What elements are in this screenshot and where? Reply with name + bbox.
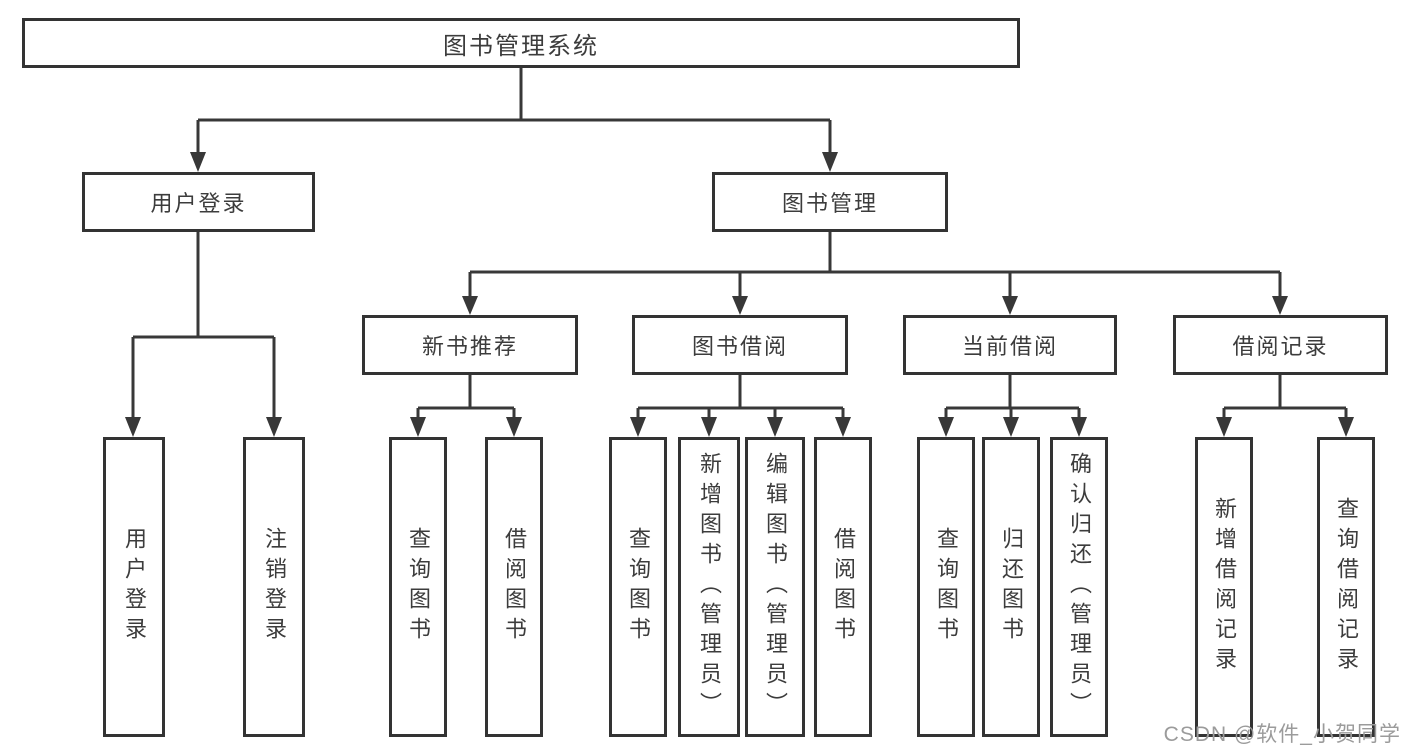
leaf-return-books: 归还图书 bbox=[982, 437, 1040, 737]
arrowhead-icon bbox=[732, 296, 748, 315]
leaf-add-books-admin: 新增图书（管理员） bbox=[678, 437, 740, 737]
node-borrowing-records: 借阅记录 bbox=[1173, 315, 1388, 375]
node-library-management-system: 图书管理系统 bbox=[22, 18, 1020, 68]
node-book-borrowing: 图书借阅 bbox=[632, 315, 848, 375]
arrowhead-icon bbox=[1338, 417, 1354, 437]
node-current-borrowing: 当前借阅 bbox=[903, 315, 1117, 375]
leaf-label: 归还图书 bbox=[999, 527, 1024, 647]
arrowhead-icon bbox=[938, 417, 954, 437]
leaf-label: 编辑图书（管理员） bbox=[763, 452, 788, 722]
connector-userlogin-to-leaves bbox=[131, 230, 276, 419]
leaf-label: 查询借阅记录 bbox=[1334, 497, 1359, 677]
connector-records-to-leaves bbox=[1222, 373, 1348, 419]
node-label: 图书借阅 bbox=[691, 334, 788, 359]
leaf-query-books-current: 查询图书 bbox=[917, 437, 975, 737]
leaf-confirm-return-admin: 确认归还（管理员） bbox=[1050, 437, 1108, 737]
arrowhead-icon bbox=[1216, 417, 1232, 437]
arrowhead-icon bbox=[701, 417, 717, 437]
node-label: 用户登录 bbox=[150, 191, 247, 216]
node-user-login: 用户登录 bbox=[82, 172, 315, 232]
leaf-borrow-books-recommend: 借阅图书 bbox=[485, 437, 543, 737]
connector-newbooks-to-leaves bbox=[416, 373, 516, 419]
leaf-label: 借阅图书 bbox=[502, 527, 527, 647]
leaf-logout: 注销登录 bbox=[243, 437, 305, 737]
leaf-label: 新增借阅记录 bbox=[1212, 497, 1237, 677]
connector-current-to-leaves bbox=[944, 373, 1081, 419]
leaf-label: 确认归还（管理员） bbox=[1067, 452, 1092, 722]
leaf-label: 注销登录 bbox=[262, 527, 287, 647]
leaf-label: 查询图书 bbox=[626, 527, 651, 647]
arrowhead-icon bbox=[630, 417, 646, 437]
leaf-add-borrow-record: 新增借阅记录 bbox=[1195, 437, 1253, 737]
connector-root-to-level2 bbox=[196, 66, 832, 154]
arrowhead-icon bbox=[1071, 417, 1087, 437]
arrowhead-icon bbox=[1003, 417, 1019, 437]
connector-bookmgmt-to-level3 bbox=[468, 230, 1282, 297]
arrowhead-icon bbox=[266, 417, 282, 437]
arrowhead-icon bbox=[1002, 296, 1018, 315]
connector-borrow-to-leaves bbox=[636, 373, 845, 419]
leaf-label: 查询图书 bbox=[934, 527, 959, 647]
node-label: 当前借阅 bbox=[961, 334, 1058, 359]
leaf-label: 借阅图书 bbox=[831, 527, 856, 647]
arrowhead-icon bbox=[125, 417, 141, 437]
node-label: 图书管理系统 bbox=[443, 32, 599, 60]
arrowhead-icon bbox=[822, 152, 838, 172]
leaf-borrow-books: 借阅图书 bbox=[814, 437, 872, 737]
arrowhead-icon bbox=[190, 152, 206, 172]
node-book-management: 图书管理 bbox=[712, 172, 948, 232]
arrowhead-icon bbox=[410, 417, 426, 437]
arrowhead-icon bbox=[462, 296, 478, 315]
leaf-user-login: 用户登录 bbox=[103, 437, 165, 737]
node-label: 图书管理 bbox=[781, 191, 878, 216]
node-label: 借阅记录 bbox=[1232, 334, 1329, 359]
arrowhead-icon bbox=[767, 417, 783, 437]
leaf-edit-books-admin: 编辑图书（管理员） bbox=[745, 437, 805, 737]
leaf-query-books-recommend: 查询图书 bbox=[389, 437, 447, 737]
leaf-label: 查询图书 bbox=[406, 527, 431, 647]
arrowhead-icon bbox=[1272, 296, 1288, 315]
leaf-label: 新增图书（管理员） bbox=[697, 452, 722, 722]
arrowhead-icon bbox=[835, 417, 851, 437]
leaf-query-books-borrow: 查询图书 bbox=[609, 437, 667, 737]
node-label: 新书推荐 bbox=[421, 334, 518, 359]
csdn-watermark: CSDN @软件_小贺同学 bbox=[1163, 723, 1401, 746]
leaf-query-borrow-record: 查询借阅记录 bbox=[1317, 437, 1375, 737]
arrowhead-icon bbox=[506, 417, 522, 437]
node-new-book-recommendation: 新书推荐 bbox=[362, 315, 578, 375]
leaf-label: 用户登录 bbox=[122, 527, 147, 647]
